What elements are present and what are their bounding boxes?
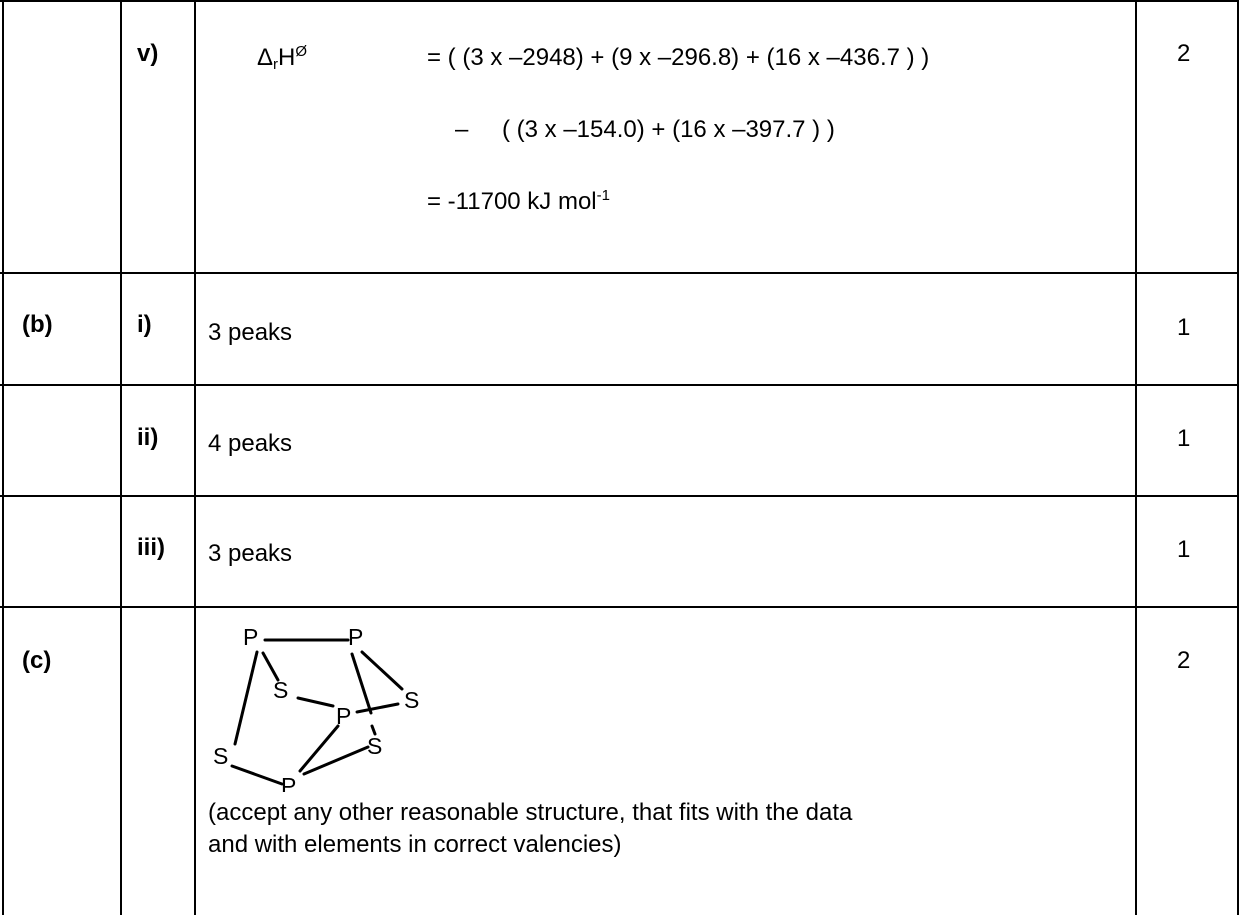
enthalpy-result-exponent: -1 [596,187,610,204]
enthalpy-line-2: ( (3 x –154.0) + (16 x –397.7 ) ) [502,116,835,143]
bond-p2-s3 [360,650,404,691]
atom-s-right: S [404,687,419,713]
row3-marks: 1 [1177,425,1191,452]
atom-p-center: P [336,703,351,729]
row-divider-3 [0,495,1239,497]
row5-part-label: (c) [22,647,52,674]
row4-sub-label: iii) [137,534,165,561]
bond-pc-p3 [298,724,340,773]
bond-p1-s2 [261,651,280,682]
col-divider-marks [1135,0,1137,915]
row4-answer: 3 peaks [208,540,293,567]
bond-pc-s4 [370,724,377,736]
row-divider-1 [0,272,1239,274]
bond-p1-s1 [233,650,259,746]
atom-p-bottom: P [281,773,296,792]
row4-marks: 1 [1177,536,1191,563]
enthalpy-delta: Δ [257,44,274,71]
atom-p-top-right: P [348,624,363,650]
structure-note-line-2: and with elements in correct valencies) [208,831,622,858]
row2-sub-label: i) [137,311,152,338]
row2-marks: 1 [1177,314,1191,341]
col-border-left [2,0,4,915]
atom-p-top-left: P [243,624,258,650]
atom-s-upper-middle: S [273,677,288,703]
row3-sub-label: ii) [137,424,159,451]
atom-s-lower-right: S [367,733,382,759]
col-divider-sub [194,0,196,915]
enthalpy-line-3: = -11700 kJ mol-1 [427,188,610,216]
bond-s1-p3 [230,764,284,786]
structure-note-line-1: (accept any other reasonable structure, … [208,799,853,826]
enthalpy-symbol: ΔrHØ [257,44,307,72]
col-border-right [1237,0,1239,915]
enthalpy-standard-symbol: Ø [295,43,308,60]
row1-sub-label: v) [137,40,159,67]
bond-s2-pc [296,696,335,708]
enthalpy-line-1: = ( (3 x –2948) + (9 x –296.8) + (16 x –… [427,44,930,71]
enthalpy-sub: r [273,56,279,73]
atom-s-left: S [213,743,228,769]
enthalpy-line-2-dash: – [455,116,469,143]
structure-bonds [230,638,404,786]
bond-p2-pc-long [350,652,373,715]
row-divider-4 [0,606,1239,608]
row2-answer: 3 peaks [208,319,293,346]
table-top-border [0,0,1239,2]
row1-marks: 2 [1177,40,1191,67]
bond-s3-pc [355,702,400,714]
col-divider-part [120,0,122,915]
p4s3-structure-diagram: P P S S P S S P [213,624,419,792]
row2-part-label: (b) [22,311,53,338]
enthalpy-result: = -11700 kJ mol [427,188,597,215]
enthalpy-h: H [278,44,296,71]
row5-marks: 2 [1177,647,1191,674]
bond-s4-p3 [302,745,370,776]
row3-answer: 4 peaks [208,430,293,457]
row-divider-2 [0,384,1239,386]
